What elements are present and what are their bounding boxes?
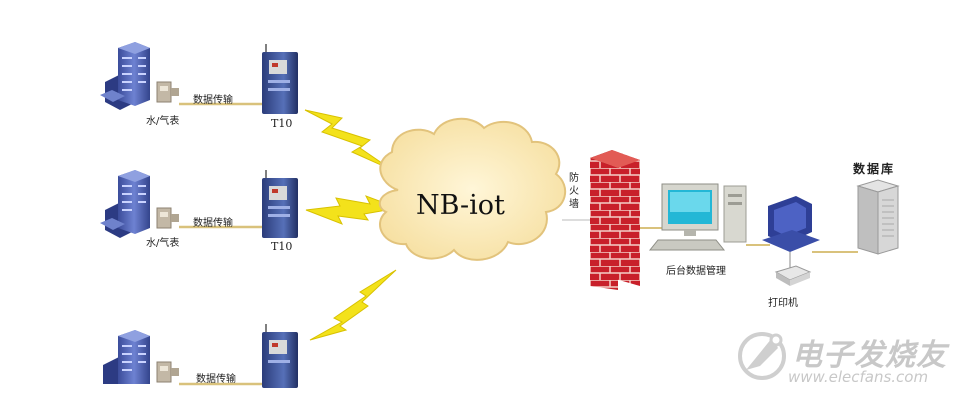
meter-icon [156, 361, 179, 383]
firewall-icon [590, 150, 640, 290]
meter-icon [156, 207, 179, 229]
device-label: T10 [271, 117, 293, 130]
site-3 [103, 269, 397, 388]
database-label: 数据库 [853, 162, 896, 176]
firewall-label: 防火墙 [569, 173, 579, 210]
transfer-label: 数据传输 [193, 95, 233, 106]
meter-icon [156, 81, 179, 103]
site-2 [100, 170, 400, 238]
printer-label: 打印机 [768, 298, 798, 309]
t10-device-icon [262, 170, 298, 238]
t10-device-icon [262, 324, 298, 388]
watermark-url: www.elecfans.com [788, 368, 929, 386]
cloud-label: NB-iot [416, 190, 505, 221]
t10-device-icon [262, 44, 298, 114]
nb-iot-cloud [378, 117, 566, 261]
building-icon [100, 170, 150, 238]
building-icon [100, 42, 150, 110]
site-1 [100, 42, 393, 171]
transfer-label: 数据传输 [196, 374, 236, 385]
lightning-icon [304, 109, 393, 171]
workstation-icon [762, 196, 820, 270]
database-server-icon [856, 179, 900, 255]
device-label: T10 [271, 240, 293, 253]
meter-label: 水/气表 [146, 238, 180, 249]
printer-icon [774, 265, 812, 286]
transfer-label: 数据传输 [193, 218, 233, 229]
meter-label: 水/气表 [146, 116, 180, 127]
backend-computer-icon [648, 183, 747, 251]
building-icon [103, 330, 150, 384]
backend-label: 后台数据管理 [666, 266, 726, 277]
lightning-icon [309, 269, 397, 341]
elecfans-logo-icon [738, 332, 786, 380]
watermark-brand: 电子发烧友 [792, 338, 947, 373]
